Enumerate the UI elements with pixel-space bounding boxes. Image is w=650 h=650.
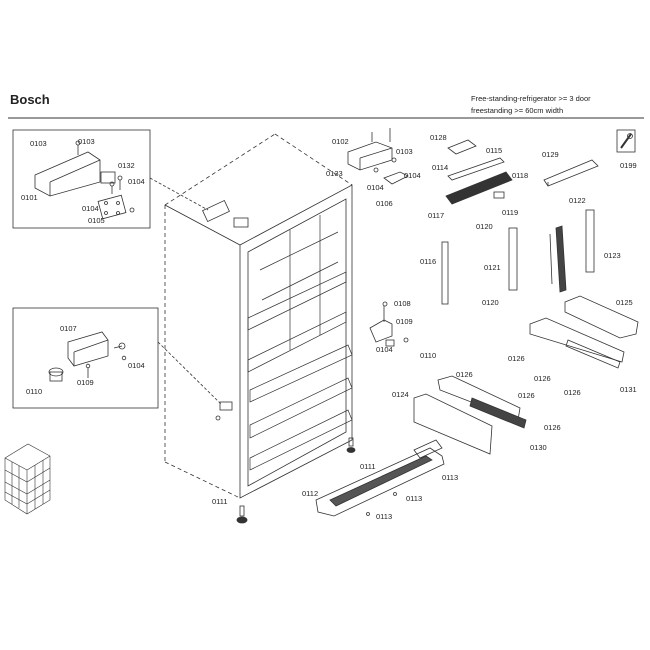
manual-book-icon [616, 129, 636, 153]
part-label-0114: 0114 [432, 163, 448, 172]
part-label-0124: 0124 [392, 390, 409, 399]
detail-box-bottom [12, 307, 159, 409]
part-label-0126: 0126 [534, 374, 551, 383]
part-label-0107: 0107 [60, 324, 77, 333]
part-label-0116: 0116 [420, 257, 436, 266]
part-label-0129: 0129 [542, 150, 559, 159]
refrigerator-cabinet [164, 133, 353, 499]
part-label-0122: 0122 [569, 196, 586, 205]
part-label-0121: 0121 [484, 263, 501, 272]
part-label-0113: 0113 [406, 494, 422, 503]
part-label-0199: 0199 [620, 161, 637, 170]
part-label-0112: 0112 [302, 489, 318, 498]
part-label-0104: 0104 [128, 177, 145, 186]
lower-hinge-assembly [48, 331, 127, 382]
part-label-0130: 0130 [530, 443, 547, 452]
appliance-description-line1: Free-standing-refrigerator >= 3 door [471, 94, 591, 103]
part-label-0110: 0110 [26, 387, 42, 396]
part-label-0133: 0133 [326, 169, 343, 178]
leader-line [157, 341, 223, 406]
part-label-0126: 0126 [456, 370, 473, 379]
wire-basket [4, 443, 51, 515]
part-label-0104: 0104 [376, 345, 393, 354]
part-label-0110: 0110 [420, 351, 436, 360]
part-label-0115: 0115 [486, 146, 502, 155]
part-label-0104: 0104 [404, 171, 421, 180]
part-labels: 0103 0103 0132 0101 0104 0104 0105 0102 0103 0133… [21, 133, 637, 521]
part-label-0118: 0118 [512, 171, 528, 180]
part-label-0103: 0103 [30, 139, 47, 148]
part-label-0104: 0104 [367, 183, 384, 192]
part-label-0109: 0109 [77, 378, 94, 387]
part-label-0126: 0126 [564, 388, 581, 397]
leveling-feet [236, 437, 356, 524]
detail-box-top [12, 129, 151, 229]
part-label-0111: 0111 [360, 462, 376, 471]
part-label-0126: 0126 [508, 354, 525, 363]
upper-hinge-group [347, 128, 409, 185]
part-label-0106: 0106 [376, 199, 393, 208]
part-label-0104: 0104 [82, 204, 99, 213]
part-label-0109: 0109 [396, 317, 413, 326]
part-label-0119: 0119 [502, 208, 518, 217]
brand-title: Bosch [10, 92, 50, 107]
grille-screws [366, 492, 397, 516]
part-label-0125: 0125 [616, 298, 633, 307]
part-label-0126: 0126 [544, 423, 561, 432]
part-label-0120: 0120 [482, 298, 499, 307]
cabinet-shelves [247, 215, 353, 471]
part-label-0105: 0105 [88, 216, 105, 225]
part-label-0102: 0102 [332, 137, 349, 146]
part-label-0131: 0131 [620, 385, 637, 394]
part-label-0132: 0132 [118, 161, 135, 170]
part-label-0103: 0103 [396, 147, 413, 156]
leader-line [149, 177, 209, 211]
top-cover-parts [445, 139, 599, 205]
drawer-slide-rails [413, 295, 639, 455]
part-label-0123: 0123 [604, 251, 621, 260]
part-label-0108: 0108 [394, 299, 411, 308]
cabinet-front-frame [164, 184, 353, 499]
cabinet-top-hinge-part [202, 199, 249, 228]
part-label-0120: 0120 [476, 222, 493, 231]
part-label-0101: 0101 [21, 193, 38, 202]
middle-hinge-group [369, 301, 409, 347]
appliance-description-line2: freestanding >= 60cm width [471, 106, 564, 115]
cabinet-side-bracket-part [215, 401, 233, 421]
vertical-door-rails [441, 209, 595, 305]
part-label-0128: 0128 [430, 133, 447, 142]
part-label-0113: 0113 [376, 512, 392, 521]
base-grille [315, 439, 445, 517]
part-label-0111: 0111 [212, 497, 228, 506]
part-label-0103: 0103 [78, 137, 95, 146]
part-label-0117: 0117 [428, 211, 444, 220]
part-label-0126: 0126 [518, 391, 535, 400]
part-label-0113: 0113 [442, 473, 458, 482]
top-hinge-assembly [34, 140, 135, 220]
part-label-0104: 0104 [128, 361, 145, 370]
